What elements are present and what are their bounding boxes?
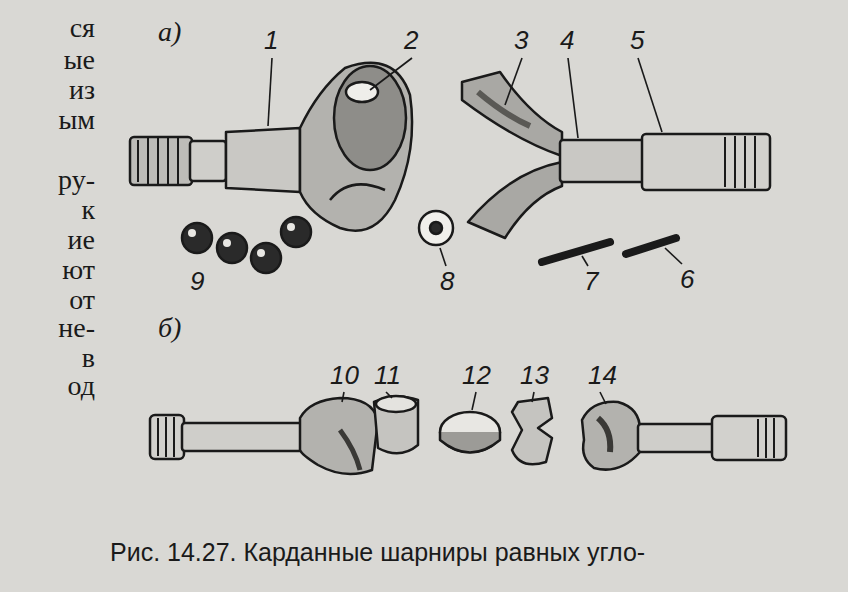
splines [138,138,178,184]
fork-groove [478,92,530,126]
splines [158,417,174,457]
callout-number: 6 [680,266,694,292]
fork-shaft [560,140,644,182]
ball-highlight [188,229,196,237]
fist-top [376,396,416,412]
fist [374,396,418,453]
leader-line [472,392,476,410]
fist-housing [300,63,412,231]
leader-line [370,58,412,90]
fork-horn [468,162,562,238]
callout-number: 5 [630,27,644,53]
fork-slot [340,430,360,470]
spline-end [130,137,192,185]
ball-groove [346,82,378,102]
splined-tube [712,416,786,460]
ball [281,217,311,247]
fork-slot [598,418,610,452]
leader-lines [342,392,606,410]
leader-line [638,58,662,132]
margin-fragment: ся [70,14,95,42]
disc-side [440,432,500,453]
splined-tube [642,134,770,190]
ball-highlight [257,249,265,257]
figure-letter: б) [158,314,181,342]
leader-line [268,58,272,126]
leader-line [342,392,344,402]
ball-highlight [223,239,231,247]
margin-fragment: не- [58,314,95,342]
margin-fragment: из [69,76,95,104]
callout-number: 8 [440,268,454,294]
fork [300,398,378,474]
callout-number: 9 [190,268,204,294]
lower-joint [150,396,786,474]
ball [217,233,247,263]
callout-number: 13 [520,362,549,388]
shaft-collar [190,141,226,181]
fist-bowl [334,66,406,170]
shaft [182,423,302,451]
ball [182,223,212,253]
callout-number: 2 [404,27,418,53]
callout-number: 11 [374,362,401,388]
spline-end [150,415,184,459]
upper-joint [130,63,770,273]
fist [512,398,552,464]
shaft-body [226,128,300,192]
leader-lines [268,58,682,266]
ball [251,243,281,273]
callout-number: 3 [514,27,528,53]
leader-line [665,248,682,264]
callout-number: 10 [330,362,359,388]
lower-lobe [330,184,385,200]
callout-number: 1 [264,27,278,53]
figure-caption: Рис. 14.27. Карданные шарниры равных угл… [110,540,645,565]
margin-fragment: ые [64,46,95,74]
callout-number: 7 [584,268,598,294]
leader-line [386,392,392,398]
leader-line [600,392,606,404]
fork [582,402,640,470]
margin-fragment: од [68,372,95,400]
leader-line [568,58,578,138]
splines [758,418,774,458]
callout-number: 14 [588,362,617,388]
leader-line [582,256,588,266]
center-ball [419,211,453,245]
splines [725,136,755,188]
margin-fragment: ют [62,256,95,284]
callout-number: 4 [560,27,574,53]
leader-line [532,392,534,402]
pin [542,242,610,262]
margin-fragment: от [69,286,95,314]
margin-fragment: ие [68,226,95,254]
margin-fragment: в [82,344,95,372]
leader-line [505,58,522,105]
ball-highlight [287,223,295,231]
shaft [638,424,718,452]
disc [440,412,500,452]
margin-fragment: ру- [58,166,95,194]
callout-number: 12 [462,362,491,388]
leader-line [440,248,446,266]
margin-fragment: к [81,196,95,224]
figure-letter: а) [158,18,181,46]
center-ball-hole [430,222,442,234]
margin-fragment: ым [58,106,95,134]
